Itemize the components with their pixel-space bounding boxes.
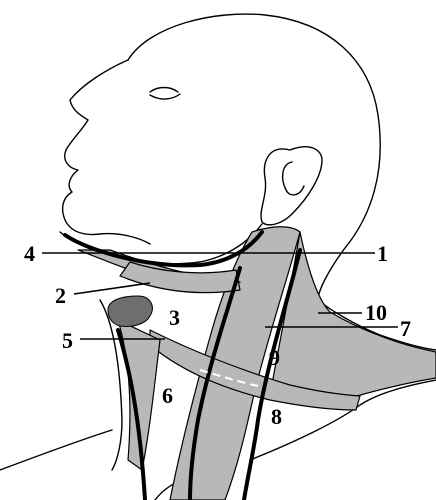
- label-4: 4: [24, 241, 35, 266]
- label-3: 3: [169, 305, 180, 330]
- posterior-triangle-muscle: [270, 232, 436, 399]
- label-10: 10: [365, 300, 387, 325]
- label-2: 2: [55, 283, 66, 308]
- label-5: 5: [62, 328, 73, 353]
- label-7: 7: [400, 316, 411, 341]
- muscles: [78, 227, 436, 500]
- label-8: 8: [271, 404, 282, 429]
- label-6: 6: [162, 383, 173, 408]
- submandibular-gland: [108, 296, 152, 327]
- label-9: 9: [269, 345, 280, 370]
- label-1: 1: [377, 241, 388, 266]
